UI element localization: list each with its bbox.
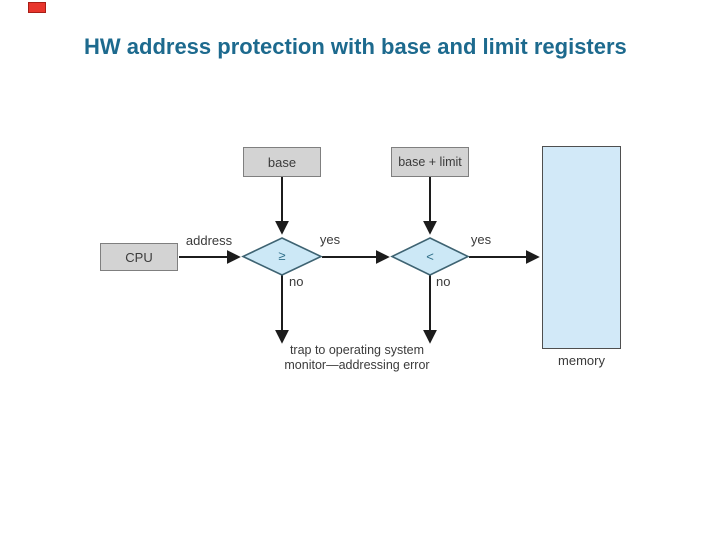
base-register-label: base (267, 154, 297, 170)
cpu-label: CPU (125, 249, 153, 265)
trap-caption-line1: trap to operating system (289, 343, 425, 357)
decision1-operator: ≥ (278, 248, 286, 263)
decision1-no-label: no (289, 274, 304, 289)
decision2-operator: < (426, 249, 434, 264)
trap-caption: trap to operating system monitor—address… (256, 343, 458, 372)
red-corner-marker (28, 2, 46, 13)
decision2-diamond (390, 237, 470, 276)
cpu-box: CPU (100, 243, 178, 271)
base-plus-limit-register-box: base + limit (391, 147, 469, 177)
decision1-yes-label: yes (319, 232, 341, 247)
memory-box (542, 146, 621, 349)
decision1-diamond (241, 237, 323, 276)
base-plus-limit-label: base + limit (398, 155, 462, 169)
decision2-no-label: no (436, 274, 451, 289)
page-title: HW address protection with base and limi… (84, 34, 627, 59)
memory-label: memory (558, 353, 605, 368)
decision2-yes-label: yes (470, 232, 492, 247)
base-register-box: base (243, 147, 321, 177)
trap-caption-line2: monitor—addressing error (284, 357, 430, 372)
address-label: address (185, 233, 233, 248)
